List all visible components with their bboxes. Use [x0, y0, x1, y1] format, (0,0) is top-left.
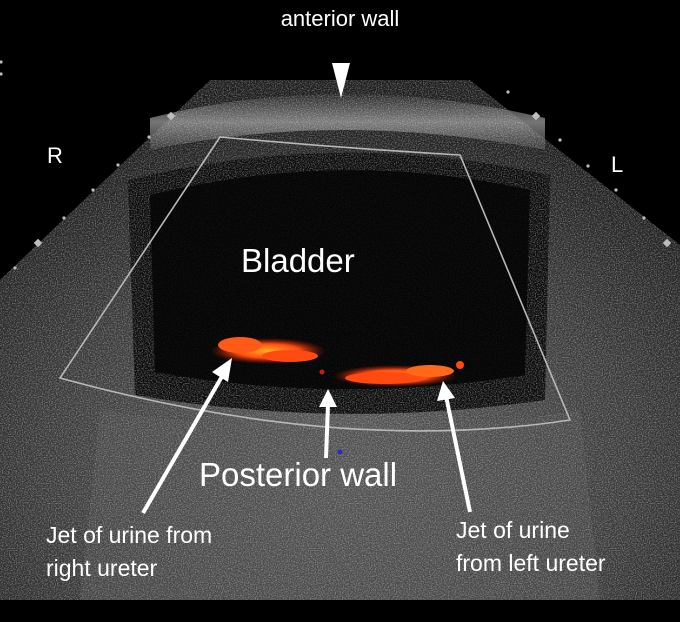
- right-ureter-jet-label: Jet of urine from right ureter: [46, 519, 212, 585]
- right-side-marker: R: [47, 143, 63, 168]
- doppler-roi-box: [58, 136, 572, 432]
- arrow-icon: [141, 358, 232, 515]
- left-ureter-jet-line1: Jet of urine: [456, 517, 570, 543]
- right-ureter-jet-line2: right ureter: [46, 555, 158, 581]
- arrow-icon: [319, 389, 337, 459]
- posterior-wall-label: Posterior wall: [199, 456, 398, 493]
- anterior-wall-label: anterior wall: [280, 6, 400, 31]
- doppler-jets: [210, 337, 464, 455]
- left-ureter-jet-label: Jet of urine from left ureter: [456, 514, 606, 580]
- arrowhead-down-icon: [332, 63, 350, 98]
- left-side-marker: L: [611, 152, 624, 177]
- bladder-label: Bladder: [241, 242, 355, 279]
- arrow-icon: [437, 381, 472, 513]
- right-ureter-jet-line1: Jet of urine from: [46, 522, 213, 548]
- left-ureter-jet-line2: from left ureter: [456, 550, 606, 576]
